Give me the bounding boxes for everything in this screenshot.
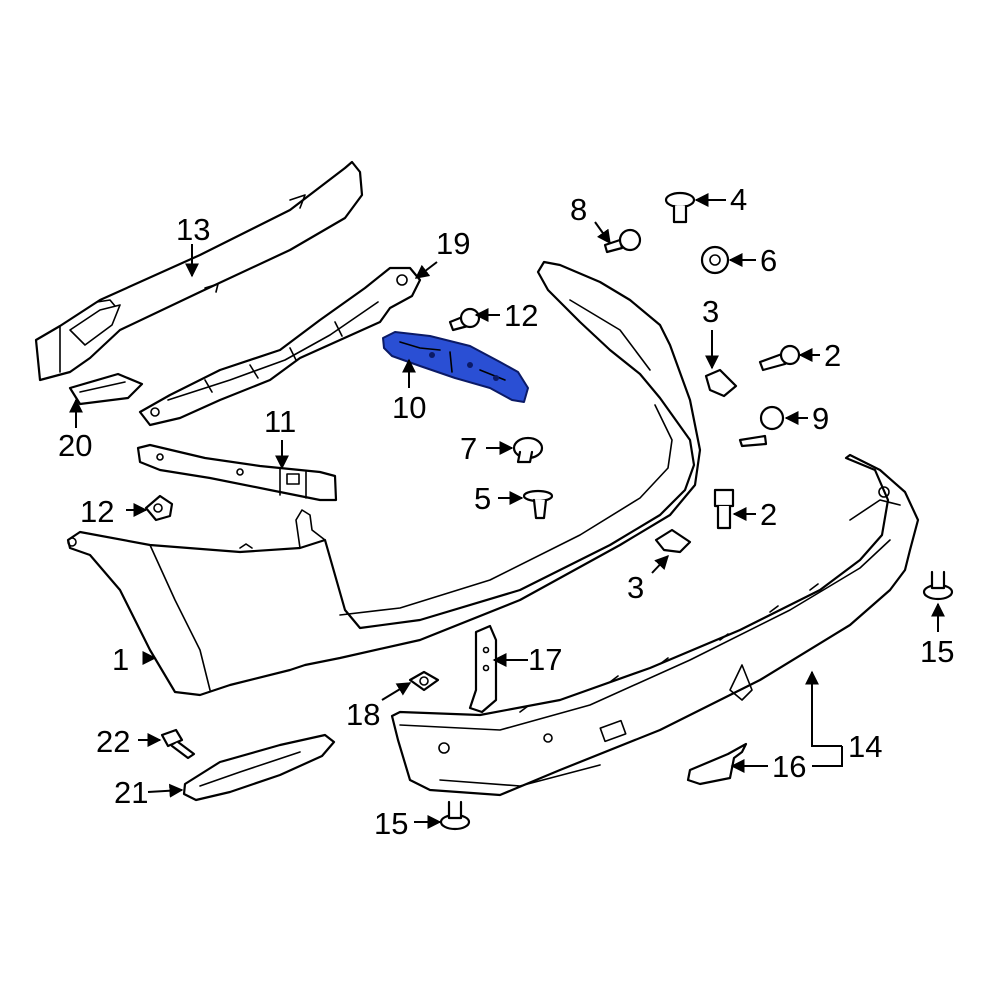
part-13-upper-absorber[interactable] bbox=[34, 160, 364, 382]
fastener-18-bolt[interactable] bbox=[408, 670, 440, 692]
callout-14: 14 bbox=[848, 729, 882, 764]
callout-7: 7 bbox=[460, 431, 477, 466]
callout-5: 5 bbox=[474, 481, 491, 516]
fastener-8-bolt[interactable] bbox=[603, 228, 642, 254]
callout-6: 6 bbox=[760, 243, 777, 278]
fastener-3a-nut-clip[interactable] bbox=[704, 368, 738, 398]
fastener-6-nut[interactable] bbox=[700, 245, 730, 275]
callout-labels: 1 13 19 10 11 20 12 12 8 4 6 3 2 9 7 5 2… bbox=[58, 182, 954, 841]
leader-lines bbox=[69, 193, 945, 829]
callout-12a: 12 bbox=[504, 298, 538, 333]
part-11-side-bracket[interactable] bbox=[136, 443, 338, 502]
callout-2b: 2 bbox=[760, 497, 777, 532]
fastener-4-clip[interactable] bbox=[664, 191, 696, 224]
callout-18: 18 bbox=[346, 697, 380, 732]
callout-13: 13 bbox=[176, 212, 210, 247]
fastener-12a-bolt[interactable] bbox=[448, 307, 481, 332]
part-16-cover[interactable] bbox=[686, 742, 748, 786]
callout-9: 9 bbox=[812, 401, 829, 436]
callout-15a: 15 bbox=[920, 634, 954, 669]
fastener-2b-bolt[interactable] bbox=[713, 488, 735, 530]
callout-11: 11 bbox=[264, 404, 296, 439]
part-19-bracket-rail[interactable] bbox=[138, 266, 422, 427]
part-1-bumper-cover[interactable] bbox=[66, 260, 702, 697]
callout-10: 10 bbox=[392, 390, 426, 425]
callout-20: 20 bbox=[58, 428, 92, 463]
callout-3b: 3 bbox=[627, 570, 644, 605]
part-14-lower-bumper[interactable] bbox=[390, 453, 920, 797]
callout-19: 19 bbox=[436, 226, 470, 261]
fastener-7-push-pin[interactable] bbox=[512, 436, 544, 464]
callout-17: 17 bbox=[528, 642, 562, 677]
fastener-2a-bolt[interactable] bbox=[758, 344, 801, 372]
fastener-3b-nut-clip[interactable] bbox=[654, 528, 692, 554]
part-21-reflector[interactable] bbox=[182, 733, 336, 802]
callout-15b: 15 bbox=[374, 806, 408, 841]
callout-1: 1 bbox=[112, 642, 129, 677]
callout-3a: 3 bbox=[702, 294, 719, 329]
callout-4: 4 bbox=[730, 182, 747, 217]
part-10-highlighted-bracket[interactable] bbox=[382, 331, 529, 403]
callout-8: 8 bbox=[570, 192, 587, 227]
callout-16: 16 bbox=[772, 749, 806, 784]
part-20-pad[interactable] bbox=[68, 372, 144, 406]
callout-12b: 12 bbox=[80, 494, 114, 529]
callout-22: 22 bbox=[96, 724, 130, 759]
callout-2a: 2 bbox=[824, 338, 841, 373]
callout-21: 21 bbox=[114, 775, 148, 810]
fastener-15b-bolt[interactable] bbox=[439, 800, 471, 831]
part-17-bracket[interactable] bbox=[468, 624, 498, 714]
fastener-22-bolt[interactable] bbox=[160, 728, 196, 760]
fastener-15a-bolt[interactable] bbox=[922, 570, 954, 601]
fastener-9-screw[interactable] bbox=[738, 405, 785, 448]
fastener-12b-nut[interactable] bbox=[144, 494, 174, 522]
fastener-5-push-pin[interactable] bbox=[522, 489, 554, 520]
